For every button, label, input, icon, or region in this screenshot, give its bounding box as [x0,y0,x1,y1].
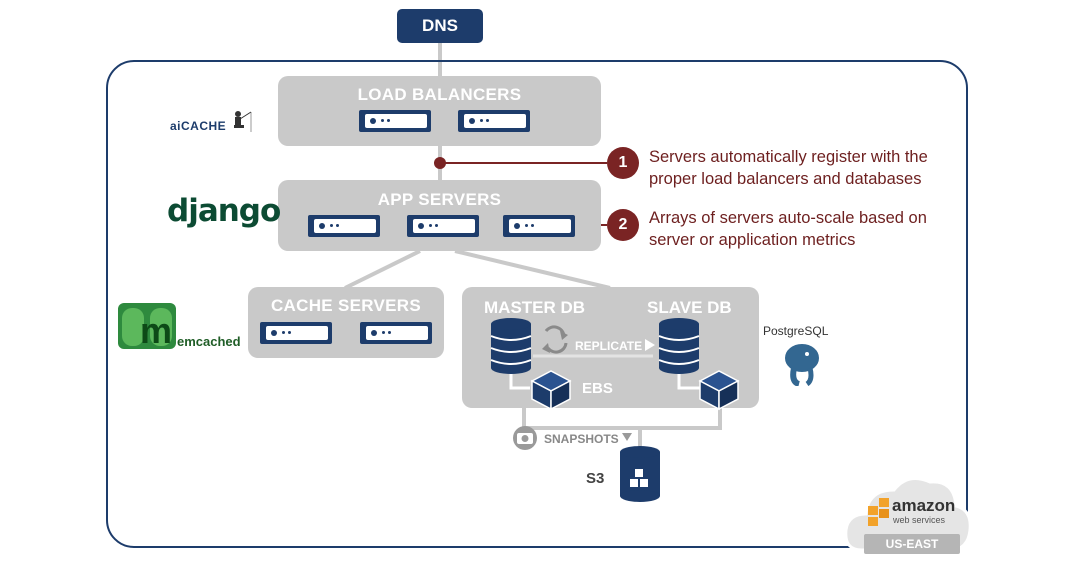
ebs-label: EBS [582,380,613,397]
callout-1-line1: Servers automatically register with the [649,148,928,166]
load-balancers-tier: LOAD BALANCERS [278,76,601,146]
amazon-logo-text: amazon [892,496,956,515]
aicache-logo-text: aiCACHE [170,119,227,133]
cache-servers-title: CACHE SERVERS [270,296,421,315]
dns-box: DNS [397,9,483,43]
server-icon [407,215,479,237]
slave-db-icon [658,318,700,374]
memcached-icon [118,303,176,349]
callout-1-line2: proper load balancers and databases [649,170,922,188]
memcached-logo-text: emcached [177,334,241,349]
elephant-icon [783,342,821,386]
ebs-cube-icon [530,370,572,411]
callout-1-number: 1 [618,154,628,171]
snapshot-path [522,405,722,430]
s3-bucket-icon [620,446,660,502]
ebs-cube-icon [698,370,740,411]
replicate-arrow-icon [645,339,655,351]
region-container [106,60,968,548]
callout-2-number: 2 [618,216,628,233]
callout-1-badge: 1 [607,147,639,179]
server-icon [260,322,332,344]
slave-db-title: SLAVE DB [647,298,732,317]
server-icon [360,322,432,344]
app-to-cache-line [344,249,421,290]
django-logo: django [167,193,281,229]
memcached-logo-letter: m [140,310,173,351]
s3-label: S3 [586,470,605,487]
replicate-label: REPLICATE [575,339,643,353]
callout-2-text: Arrays of servers auto-scale based on se… [649,207,927,251]
amazon-logo-subtext: web services [893,515,946,525]
camera-icon [513,426,537,450]
callout-2-line2: server or application metrics [649,231,856,249]
snapshot-arrow-icon [622,433,632,441]
server-icon [359,110,431,132]
callout-2-badge: 2 [607,209,639,241]
master-db-icon [490,318,532,374]
app-to-db-line [454,249,611,290]
region-label: US-EAST [885,537,939,551]
aws-cubes-icon [868,498,889,526]
cache-servers-tier: CACHE SERVERS [248,287,444,358]
callout-1-dot [434,157,446,169]
aicache-logo: aiCACHE [170,110,252,136]
app-servers-tier: APP SERVERS [278,180,601,251]
snapshots-label: SNAPSHOTS [544,432,619,446]
postgresql-logo: PostgreSQL [763,322,843,388]
fisherman-icon [234,111,252,132]
callout-1-text: Servers automatically register with the … [649,146,928,190]
memcached-logo: m emcached [117,302,247,352]
app-servers-title: APP SERVERS [377,190,502,209]
server-icon [458,110,530,132]
load-balancers-title: LOAD BALANCERS [357,85,522,104]
callout-2-line1: Arrays of servers auto-scale based on [649,209,927,227]
server-icon [308,215,380,237]
master-db-title: MASTER DB [484,298,586,317]
server-icon [503,215,575,237]
aws-cloud-icon [844,476,972,554]
dns-label: DNS [422,16,458,35]
sync-icon [542,325,568,354]
postgresql-logo-text: PostgreSQL [763,324,829,338]
